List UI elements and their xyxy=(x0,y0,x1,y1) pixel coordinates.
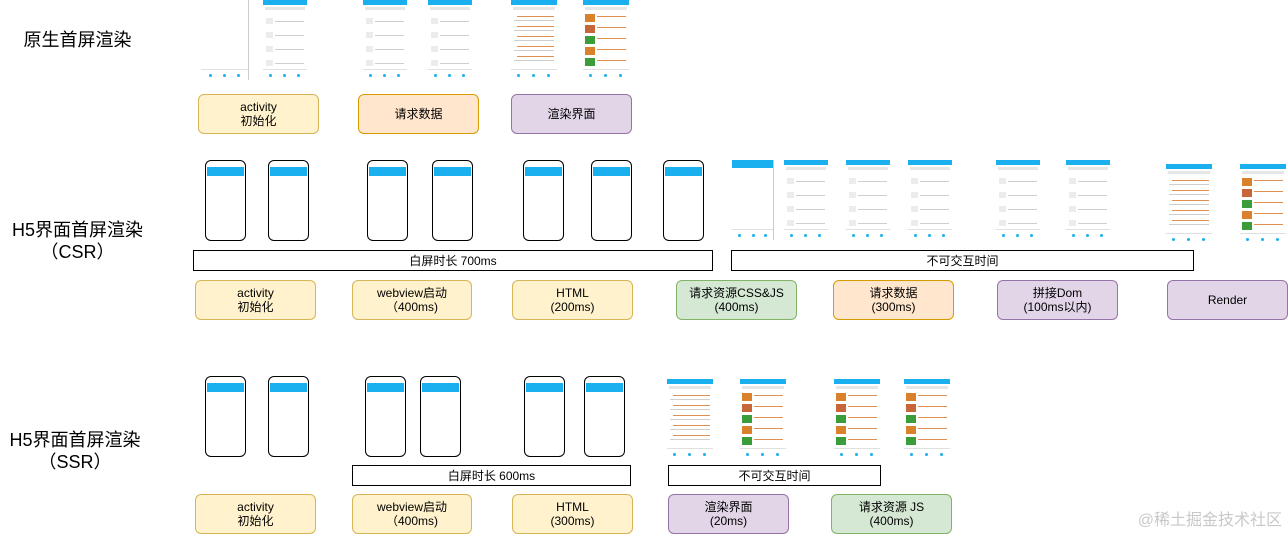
csr-screen-header-only xyxy=(732,160,774,240)
ssr-phone-blank-5 xyxy=(524,376,565,457)
csr-row-title: H5界面首屏渲染 （CSR） xyxy=(0,219,155,263)
ssr-phone-blank-2 xyxy=(268,376,309,457)
csr-screen-skeleton-5 xyxy=(1066,160,1110,240)
ssr-step-activity-init-line2: 初始化 xyxy=(237,514,274,528)
csr-step-request-data-line2: (300ms) xyxy=(871,300,916,314)
ssr-phone-blank-6 xyxy=(584,376,625,457)
native-screen-food-list xyxy=(583,0,629,80)
csr-step-build-dom-line1: 拼接Dom xyxy=(1032,286,1083,300)
native-screen-blank xyxy=(201,0,249,80)
ssr-white-screen-bar: 白屏时长 600ms xyxy=(352,465,631,486)
native-screen-text-list xyxy=(511,0,557,80)
csr-row-title-line1: H5界面首屏渲染 xyxy=(11,220,143,240)
csr-step-webview-start-line2: （400ms) xyxy=(385,300,438,314)
watermark: @稀土掘金技术社区 xyxy=(1137,512,1282,529)
native-step-request-data: 请求数据 xyxy=(358,94,479,134)
csr-step-webview-start-line1: webview启动 xyxy=(376,286,448,300)
csr-step-webview-start: webview启动 （400ms) xyxy=(352,280,472,320)
csr-step-html-line1: HTML xyxy=(556,286,589,300)
csr-step-request-data: 请求数据 (300ms) xyxy=(833,280,954,320)
csr-white-screen-label: 白屏时长 700ms xyxy=(409,254,497,268)
csr-screen-skeleton-2 xyxy=(846,160,890,240)
ssr-row-title: H5界面首屏渲染 （SSR） xyxy=(0,429,150,473)
csr-step-activity-init-line2: 初始化 xyxy=(237,300,274,314)
ssr-step-activity-init: activity 初始化 xyxy=(195,494,316,534)
ssr-step-webview-start-line1: webview启动 xyxy=(376,500,448,514)
csr-step-request-css-js-line2: (400ms) xyxy=(714,300,759,314)
native-step-activity-init-line2: 初始化 xyxy=(240,114,277,128)
ssr-row-title-line1: H5界面首屏渲染 xyxy=(9,430,141,450)
csr-step-request-css-js: 请求资源CSS&JS (400ms) xyxy=(676,280,797,320)
csr-step-render: Render xyxy=(1167,280,1288,320)
native-screen-skeleton-2 xyxy=(363,0,407,80)
csr-step-render-label: Render xyxy=(1207,293,1248,307)
csr-screen-text-list xyxy=(1166,164,1212,244)
native-screen-skeleton-3 xyxy=(428,0,472,80)
ssr-step-request-js-line2: (400ms) xyxy=(869,514,914,528)
ssr-step-webview-start: webview启动 （400ms) xyxy=(352,494,472,534)
ssr-step-render-ui: 渲染界面 (20ms) xyxy=(668,494,789,534)
csr-non-interactive-bar: 不可交互时间 xyxy=(731,250,1194,271)
ssr-step-activity-init-line1: activity xyxy=(237,500,274,514)
ssr-step-html-line1: HTML xyxy=(556,500,589,514)
ssr-white-screen-label: 白屏时长 600ms xyxy=(447,469,536,483)
csr-phone-blank-5 xyxy=(523,160,564,241)
ssr-step-html: HTML (300ms) xyxy=(512,494,633,534)
csr-white-screen-bar: 白屏时长 700ms xyxy=(193,250,713,271)
native-step-activity-init-line1: activity xyxy=(240,100,277,114)
csr-step-html: HTML (200ms) xyxy=(512,280,633,320)
csr-phone-blank-3 xyxy=(367,160,408,241)
ssr-step-render-ui-line1: 渲染界面 xyxy=(704,500,753,514)
csr-phone-blank-2 xyxy=(268,160,309,241)
csr-screen-skeleton-1 xyxy=(784,160,828,240)
csr-phone-blank-7 xyxy=(663,160,704,241)
ssr-phone-blank-3 xyxy=(365,376,406,457)
csr-step-activity-init-line1: activity xyxy=(237,286,274,300)
csr-step-build-dom: 拼接Dom (100ms以内) xyxy=(997,280,1118,320)
ssr-non-interactive-label: 不可交互时间 xyxy=(738,469,811,483)
csr-phone-blank-1 xyxy=(205,160,246,241)
csr-step-request-css-js-line1: 请求资源CSS&JS xyxy=(689,286,784,300)
ssr-row-title-line2: （SSR） xyxy=(38,452,112,472)
ssr-step-webview-start-line2: （400ms) xyxy=(385,514,438,528)
csr-phone-blank-4 xyxy=(432,160,473,241)
ssr-phone-blank-1 xyxy=(205,376,246,457)
csr-non-interactive-label: 不可交互时间 xyxy=(926,254,999,268)
ssr-screen-food-list-2 xyxy=(834,379,880,459)
ssr-non-interactive-bar: 不可交互时间 xyxy=(668,465,881,486)
native-step-render-ui-label: 渲染界面 xyxy=(547,107,596,121)
native-row-title: 原生首屏渲染 xyxy=(23,30,132,50)
ssr-step-request-js-line1: 请求资源 JS xyxy=(858,500,925,514)
native-step-activity-init: activity 初始化 xyxy=(198,94,319,134)
native-step-request-data-label: 请求数据 xyxy=(394,107,443,121)
ssr-phone-blank-4 xyxy=(420,376,461,457)
ssr-screen-food-list-3 xyxy=(904,379,950,459)
csr-screen-skeleton-3 xyxy=(908,160,952,240)
csr-screen-skeleton-4 xyxy=(996,160,1040,240)
csr-screen-food-list xyxy=(1240,164,1286,244)
csr-phone-blank-6 xyxy=(591,160,632,241)
ssr-screen-food-list-1 xyxy=(740,379,786,459)
csr-step-html-line2: (200ms) xyxy=(550,300,595,314)
ssr-step-render-ui-line2: (20ms) xyxy=(709,514,748,528)
csr-step-request-data-line1: 请求数据 xyxy=(869,286,918,300)
csr-step-activity-init: activity 初始化 xyxy=(195,280,316,320)
csr-row-title-line2: （CSR） xyxy=(40,242,115,262)
native-step-render-ui: 渲染界面 xyxy=(511,94,632,134)
native-screen-skeleton-1 xyxy=(263,0,307,80)
ssr-step-html-line2: (300ms) xyxy=(550,514,595,528)
ssr-screen-text-list xyxy=(667,379,713,459)
csr-step-build-dom-line2: (100ms以内) xyxy=(1023,300,1092,314)
ssr-step-request-js: 请求资源 JS (400ms) xyxy=(831,494,952,534)
